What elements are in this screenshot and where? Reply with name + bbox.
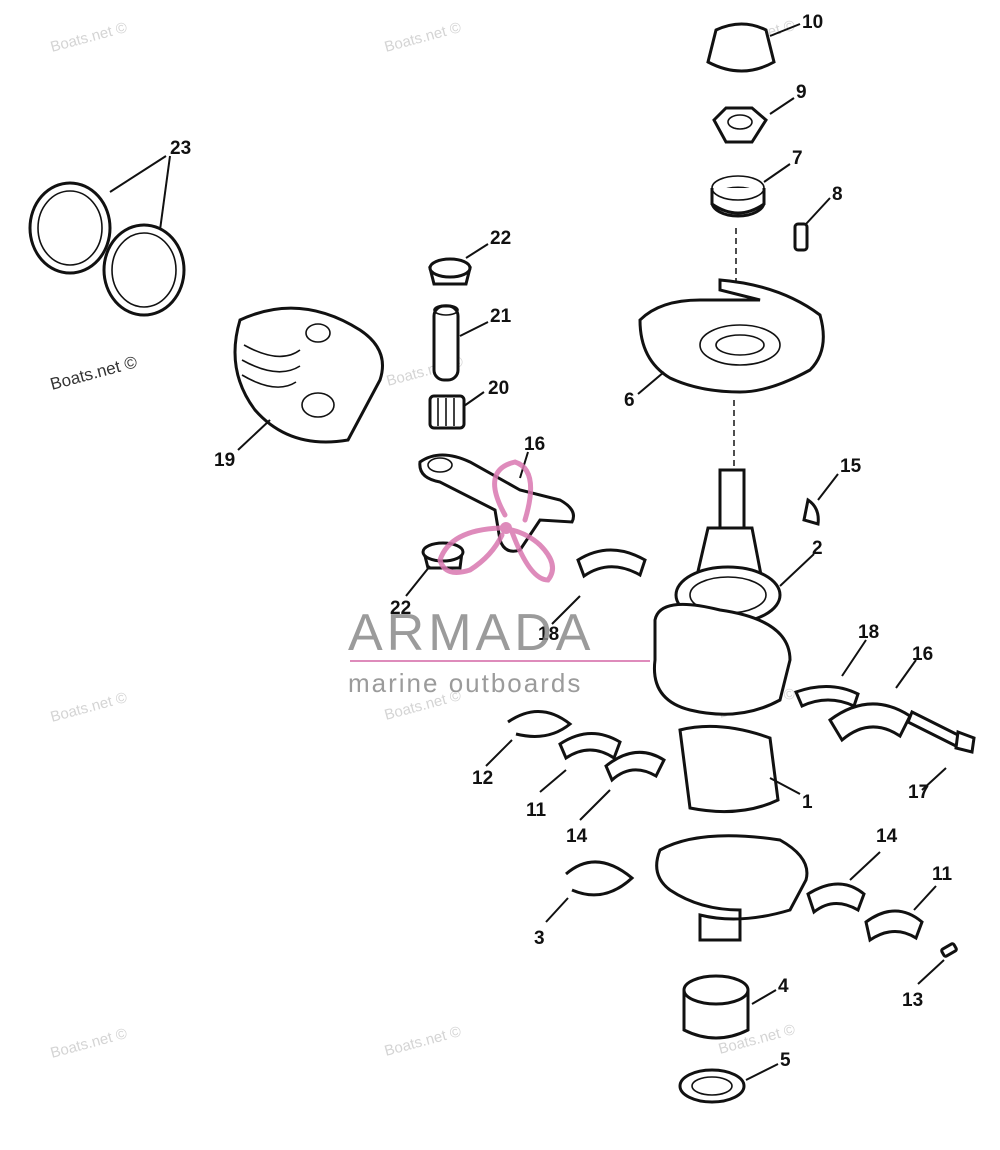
callout-8: 8 [832,184,843,205]
watermarks: Boats.net © Boats.net © Boats.net © Boat… [49,17,799,1062]
brand-name: ARMADA [348,604,594,662]
callout-4: 4 [778,976,789,997]
rod-cap [828,702,912,743]
propeller-blade [437,525,505,575]
watermark: Boats.net © [49,19,129,56]
callout-2: 2 [812,538,823,559]
piston-pin-retainer-top [428,257,472,286]
callout-16-cap: 16 [912,644,933,665]
callout-15: 15 [840,456,862,477]
callout-13: 13 [902,990,923,1011]
watermark: Boats.net © [383,1023,463,1060]
callout-12: 12 [472,768,493,789]
roller-bearing-left [604,750,666,783]
brand-divider [350,660,650,662]
callout-22-top: 22 [490,228,511,249]
lower-seal [678,1068,746,1104]
retaining-ring-upper [507,710,573,738]
rod-bolt [906,709,976,754]
callout-23: 23 [170,138,191,159]
watermark-dark: Boats.net © [48,352,139,394]
crankshaft [652,468,809,942]
crankshaft-seal-upper [710,175,766,218]
propeller-icon [437,459,555,583]
callout-22-bottom: 22 [390,598,411,619]
woodruff-key [802,497,820,526]
propeller-blade [492,459,534,523]
callout-18-right: 18 [858,622,879,643]
leader-lines [109,23,947,1081]
callout-20: 20 [488,378,509,399]
callout-14-right: 14 [876,826,898,847]
roller-bearing-right [806,882,866,915]
piston [233,306,384,444]
brand-tagline: marine outboards [348,668,582,698]
callout-18-left: 18 [538,624,559,645]
flywheel-nut-cap [706,22,776,73]
bearing-race-left [558,732,622,761]
locating-pin [940,942,958,958]
bearing-cage-right [793,684,860,709]
watermark: Boats.net © [49,689,129,726]
armada-logo: ARMADA marine outboards [348,459,650,698]
piston-rings [28,181,186,317]
callout-11-right: 11 [932,864,953,885]
callout-10: 10 [802,12,823,33]
callout-9: 9 [796,82,807,103]
callout-7: 7 [792,148,803,169]
callout-1: 1 [802,792,813,813]
retaining-ring-lower [565,860,635,897]
flywheel-nut [712,106,768,144]
callout-19: 19 [214,450,235,471]
callout-16-rod: 16 [524,434,545,455]
callout-3: 3 [534,928,545,949]
propeller-hub [500,522,512,534]
callout-17: 17 [908,782,929,803]
bearing-race-right [864,909,924,943]
callout-21: 21 [490,306,512,327]
screw [793,222,809,252]
upper-end-cap [638,278,825,394]
propeller-blade [509,527,555,583]
watermark: Boats.net © [383,19,463,56]
callout-6: 6 [624,390,635,411]
callouts: 23 22 21 20 19 16 22 18 10 9 7 8 6 15 2 … [170,12,953,1071]
piston-pin [432,304,460,382]
needle-bearing [428,394,466,430]
bearing-cage-upper [576,548,647,579]
callout-5: 5 [780,1050,791,1071]
callout-11-left: 11 [526,800,547,821]
callout-14-left: 14 [566,826,588,847]
lower-roller-bearing [682,974,750,1040]
watermark: Boats.net © [49,1025,129,1062]
